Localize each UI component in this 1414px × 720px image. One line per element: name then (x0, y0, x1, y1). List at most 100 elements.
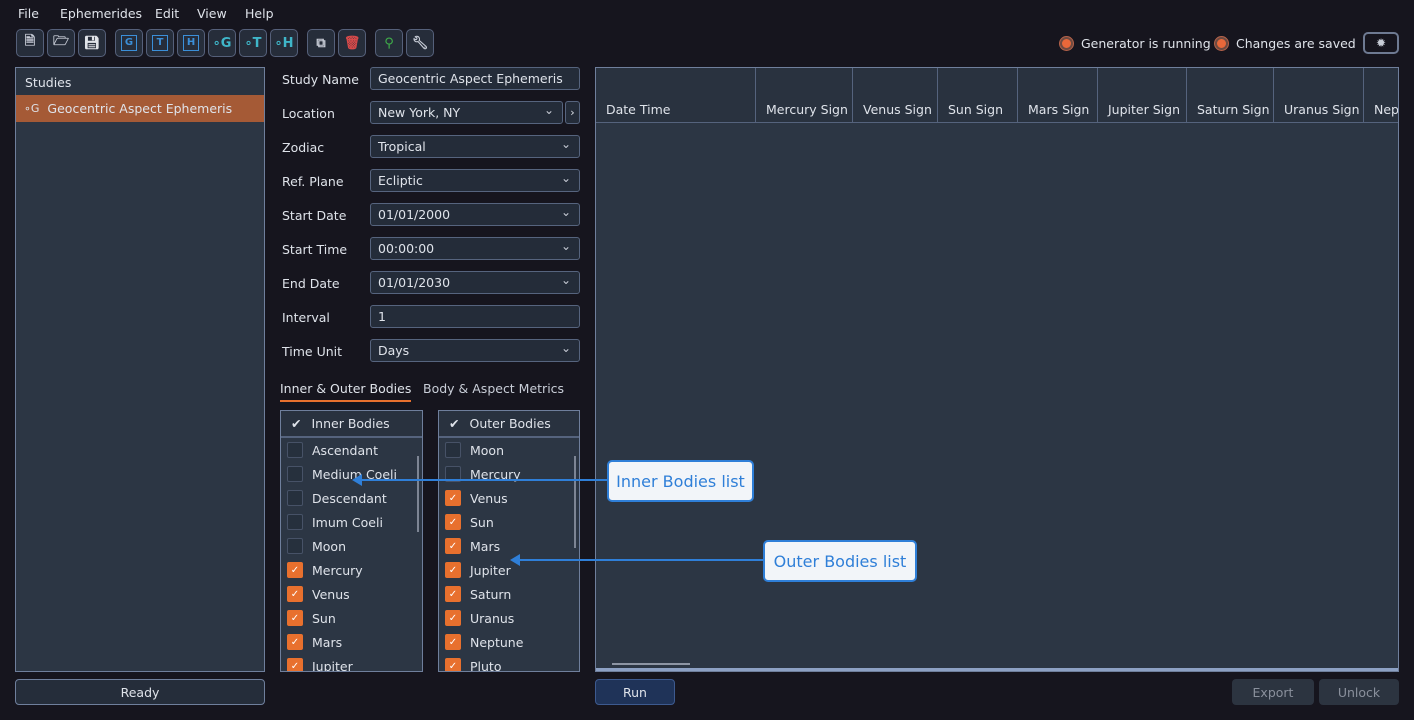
open-button[interactable]: 🗁 (47, 29, 75, 57)
horizontal-scrollbar[interactable] (612, 663, 690, 665)
start-time-picker[interactable]: 00:00:00⌄ (370, 237, 580, 260)
list-item[interactable]: ✓Neptune (439, 630, 579, 654)
column-header[interactable]: Uranus Sign (1274, 68, 1364, 122)
list-item-label: Jupiter (470, 562, 511, 578)
list-item[interactable]: ✓Mars (281, 630, 422, 654)
list-item[interactable]: ✓Sun (439, 510, 579, 534)
checkbox[interactable]: ✓ (287, 562, 303, 578)
new-topocentric-button[interactable]: T (146, 29, 174, 57)
h-box-icon: H (183, 35, 199, 51)
new-file-button[interactable]: 🗎 (16, 29, 44, 57)
location-more-button[interactable]: › (565, 101, 580, 124)
column-header[interactable]: Mars Sign (1018, 68, 1098, 122)
checkbox[interactable] (445, 442, 461, 458)
list-item-label: Jupiter (312, 658, 353, 672)
column-header[interactable]: Date Time (596, 68, 756, 122)
end-date-picker[interactable]: 01/01/2030⌄ (370, 271, 580, 294)
study-name-input[interactable]: Geocentric Aspect Ephemeris (370, 67, 580, 90)
column-header[interactable]: Jupiter Sign (1098, 68, 1187, 122)
checkbox[interactable]: ✓ (287, 658, 303, 671)
list-item[interactable]: ✓ Jupiter (439, 558, 579, 582)
list-item[interactable]: Mercury (439, 462, 579, 486)
aspect-t-button[interactable]: ∘T (239, 29, 267, 57)
checkbox[interactable]: ✓ (445, 586, 461, 602)
list-item[interactable]: ✓ Jupiter (281, 654, 422, 672)
checkbox[interactable]: ✓ (287, 610, 303, 626)
aspect-h-button[interactable]: ∘H (270, 29, 298, 57)
menu-view[interactable]: View (197, 6, 227, 21)
copy-icon: ⧉ (316, 35, 326, 51)
checkbox[interactable] (287, 490, 303, 506)
time-unit-select[interactable]: Days⌄ (370, 339, 580, 362)
checkbox[interactable]: ✓ (445, 610, 461, 626)
menu-file[interactable]: File (18, 6, 39, 21)
list-item[interactable]: Descendant (281, 486, 422, 510)
checkbox[interactable] (445, 466, 461, 482)
list-item-label: Imum Coeli (312, 514, 383, 530)
checkbox[interactable] (287, 538, 303, 554)
list-item[interactable]: ✓Venus (281, 582, 422, 606)
checkbox[interactable]: ✓ (287, 634, 303, 650)
list-item[interactable]: ✓ Sun (281, 606, 422, 630)
checkbox[interactable]: ✓ (445, 562, 461, 578)
list-item-label: Sun (312, 610, 336, 626)
checkbox[interactable]: ✓ (445, 658, 461, 671)
time-unit-value: Days (378, 343, 410, 358)
checkbox[interactable]: ✓ (445, 538, 461, 554)
studies-title: Studies (16, 68, 264, 95)
menu-ephemerides[interactable]: Ephemerides (60, 6, 143, 21)
outer-bodies-header[interactable]: ✔Outer Bodies (439, 411, 579, 438)
theme-toggle[interactable]: ✹ (1363, 32, 1399, 54)
menu-help[interactable]: Help (245, 6, 274, 21)
checkbox[interactable] (287, 466, 303, 482)
interval-input[interactable]: 1 (370, 305, 580, 328)
tab-body-aspect-metrics[interactable]: Body & Aspect Metrics (423, 381, 565, 396)
menu-edit[interactable]: Edit (155, 6, 180, 21)
checkbox[interactable]: ✓ (445, 514, 461, 530)
list-item[interactable]: ✓Pluto (439, 654, 579, 671)
export-button[interactable]: Export (1232, 679, 1314, 705)
scrollbar[interactable] (417, 456, 419, 532)
list-item[interactable]: Moon (439, 438, 579, 462)
checkbox[interactable]: ✓ (287, 586, 303, 602)
ref-plane-select[interactable]: Ecliptic⌄ (370, 169, 580, 192)
location-select[interactable]: New York, NY⌄ (370, 101, 563, 124)
save-button[interactable]: 💾︎ (78, 29, 106, 57)
checkbox[interactable]: ✓ (445, 490, 461, 506)
column-header[interactable]: Venus Sign (853, 68, 938, 122)
list-item[interactable]: Imum Coeli (281, 510, 422, 534)
list-item[interactable]: Moon (281, 534, 422, 558)
list-item[interactable]: Ascendant (281, 438, 422, 462)
column-header[interactable]: Mercury Sign (756, 68, 853, 122)
list-item[interactable]: ✓Saturn (439, 582, 579, 606)
list-item[interactable]: ✓Uranus (439, 606, 579, 630)
unlock-button[interactable]: Unlock (1319, 679, 1399, 705)
checkbox[interactable] (287, 514, 303, 530)
column-header[interactable]: Neptune Sign (1364, 68, 1398, 122)
new-geocentric-button[interactable]: G (115, 29, 143, 57)
zodiac-select[interactable]: Tropical⌄ (370, 135, 580, 158)
ref-plane-value: Ecliptic (378, 173, 423, 188)
tab-inner-outer-bodies[interactable]: Inner & Outer Bodies (280, 381, 412, 402)
copy-button[interactable]: ⧉ (307, 29, 335, 57)
scrollbar[interactable] (574, 456, 576, 548)
aspect-g-button[interactable]: ∘G (208, 29, 236, 57)
inner-bodies-header[interactable]: ✔Inner Bodies (281, 411, 422, 438)
column-header[interactable]: Sun Sign (938, 68, 1018, 122)
list-item[interactable]: ✓Venus (439, 486, 579, 510)
run-button[interactable]: Run (595, 679, 675, 705)
list-item[interactable]: ✓Mercury (281, 558, 422, 582)
settings-button[interactable]: 🔧︎ (406, 29, 434, 57)
list-item[interactable]: ✓Mars (439, 534, 579, 558)
column-header[interactable]: Saturn Sign (1187, 68, 1274, 122)
start-date-picker[interactable]: 01/01/2000⌄ (370, 203, 580, 226)
location-button[interactable]: ⚲ (375, 29, 403, 57)
checkbox[interactable]: ✓ (445, 634, 461, 650)
save-icon: 💾︎ (83, 35, 101, 51)
checkbox[interactable] (287, 442, 303, 458)
delete-button[interactable]: 🗑︎ (338, 29, 366, 57)
new-heliocentric-button[interactable]: H (177, 29, 205, 57)
